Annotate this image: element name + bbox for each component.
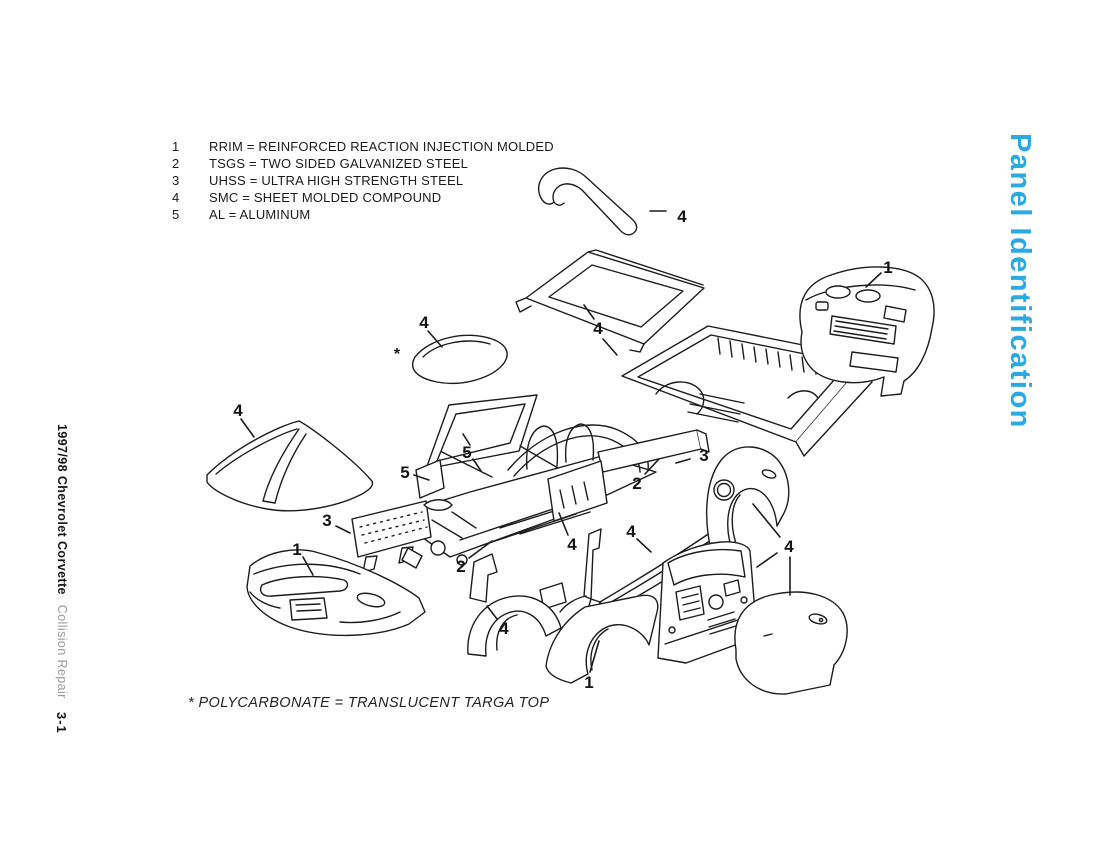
- callout-front-wheelhouse: 4: [499, 619, 509, 638]
- footnote: * POLYCARBONATE = TRANSLUCENT TARGA TOP: [188, 695, 550, 711]
- part-chassis-frame: [351, 394, 710, 573]
- part-hood: [206, 420, 374, 512]
- callout-rear-bulkhead: 4: [567, 535, 577, 554]
- callout-hood: 4: [233, 401, 243, 420]
- legend-item-number: 4: [172, 190, 180, 205]
- callout-quarter-panel-door: 4: [784, 537, 794, 556]
- legend-item-text: AL = ALUMINUM: [209, 207, 311, 222]
- callout-front-crossmember: 3: [322, 511, 331, 530]
- part-rear-fascia: [799, 266, 935, 397]
- callout-floor-frame: 2: [456, 557, 465, 576]
- material-legend: 1 RRIM = REINFORCED REACTION INJECTION M…: [172, 138, 554, 223]
- legend-item: 3 UHSS = ULTRA HIGH STRENGTH STEEL: [172, 172, 554, 189]
- chapter-title-vertical: Panel Identification: [1004, 133, 1036, 429]
- targa-top-asterisk: *: [394, 346, 401, 363]
- page-number: 3-1: [54, 712, 69, 734]
- legend-item-number: 3: [172, 173, 180, 188]
- part-door-inner: [657, 541, 758, 664]
- callout-front-fender: 1: [584, 673, 593, 692]
- legend-item-text: UHSS = ULTRA HIGH STRENGTH STEEL: [209, 173, 464, 188]
- part-front-wheelhouse: [467, 553, 567, 657]
- legend-item-number: 1: [172, 139, 180, 154]
- legend-item: 1 RRIM = REINFORCED REACTION INJECTION M…: [172, 138, 554, 155]
- callout-rear-hatch-frame: 4: [593, 319, 603, 338]
- leader-lines: [240, 210, 882, 673]
- legend-item: 5 AL = ALUMINUM: [172, 206, 554, 223]
- legend-item-text: RRIM = REINFORCED REACTION INJECTION MOL…: [209, 139, 554, 154]
- callout-roof-bow: 4: [677, 207, 687, 226]
- part-roof-bow: [537, 167, 638, 236]
- callout-rear-fascia: 1: [883, 258, 892, 277]
- part-door-skin: [734, 591, 848, 695]
- callout-rear-underbody: 2: [632, 474, 641, 493]
- part-targa-top: [411, 334, 508, 385]
- legend-item-text: TSGS = TWO SIDED GALVANIZED STEEL: [209, 156, 469, 171]
- callout-front-fascia: 1: [292, 540, 301, 559]
- legend-item: 4 SMC = SHEET MOLDED COMPOUND: [172, 189, 554, 206]
- callout-rear-frame-rail: 3: [699, 446, 708, 465]
- callout-cowl: 5: [400, 463, 409, 482]
- legend-item: 2 TSGS = TWO SIDED GALVANIZED STEEL: [172, 155, 554, 172]
- callout-windshield-frame: 5: [462, 443, 471, 462]
- manual-title-vertical: 1997/98 Chevrolet Corvette Collision Rep…: [55, 424, 69, 699]
- legend-item-text: SMC = SHEET MOLDED COMPOUND: [209, 190, 442, 205]
- part-front-fascia: [246, 549, 426, 637]
- callout-targa-top: 4: [419, 313, 429, 332]
- part-rear-hatch-frame: [515, 249, 705, 353]
- callout-rocker-panel: 4: [626, 522, 636, 541]
- part-quarter-panel: [706, 446, 790, 566]
- manual-title-light: Collision Repair: [55, 604, 69, 699]
- manual-title-bold: 1997/98 Chevrolet Corvette: [55, 424, 69, 595]
- callout-labels: 4 1 4 4 4 5 5 3 2 3 2 4 4 1 4 4 1 *: [233, 207, 892, 692]
- legend-item-number: 2: [172, 156, 180, 171]
- part-front-fender: [545, 594, 659, 684]
- legend-item-number: 5: [172, 207, 180, 222]
